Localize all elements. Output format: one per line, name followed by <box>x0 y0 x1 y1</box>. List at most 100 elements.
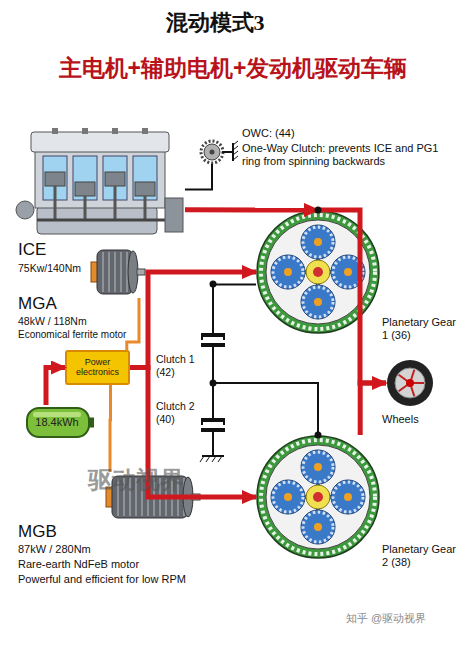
flow-connector <box>110 385 112 472</box>
con-rod <box>114 186 117 220</box>
con-rod <box>54 186 57 220</box>
clutch-plate <box>201 418 225 422</box>
planet-pin <box>314 298 322 306</box>
planetary-gear: Planetary Gear 2 (38) <box>256 435 380 559</box>
node-label: OWC: (44) <box>242 127 295 140</box>
motor-fin <box>171 478 173 516</box>
planet-pin <box>314 238 322 246</box>
battery-cap <box>89 418 94 428</box>
flow-connector <box>213 284 256 325</box>
planetary-gear: Planetary Gear 1 (36) <box>256 210 380 334</box>
motor-fin <box>159 478 161 516</box>
node-detail: 48kW / 118Nm <box>18 315 87 328</box>
tyre <box>387 360 433 406</box>
connector-line <box>213 284 256 325</box>
connector-line <box>109 385 113 472</box>
ground-hatch <box>233 151 238 155</box>
motor-fin <box>153 478 155 516</box>
ground-hatch <box>212 456 216 462</box>
engine-pulley <box>16 201 34 219</box>
node-label: Clutch 1 (42) <box>156 353 198 378</box>
planet-pin <box>314 523 322 531</box>
owc-ground <box>222 141 238 161</box>
flow-connector <box>185 164 212 190</box>
ground-bar <box>202 455 224 457</box>
node-detail: One-Way Clutch: prevents ICE and PG1 rin… <box>242 142 454 168</box>
motor-fin <box>165 478 167 516</box>
node-detail: Powerful and efficient for low RPM <box>18 573 186 586</box>
planet-pin <box>284 493 292 501</box>
planetary-gear-shape <box>256 435 380 559</box>
wheel: Wheels <box>386 359 434 407</box>
clutch-stem <box>212 325 214 334</box>
clutch-ground <box>200 440 224 462</box>
planet-teeth <box>303 452 333 482</box>
spark-plug <box>112 128 118 134</box>
clutch-hook <box>223 422 225 425</box>
flow-connector <box>46 368 65 406</box>
motor-fin <box>114 252 116 292</box>
clutch-stem <box>212 431 214 440</box>
connector-line <box>360 383 386 435</box>
planet-gear <box>301 510 335 544</box>
subtitle: 主电机+辅助电机+发动机驱动车辆 <box>0 55 466 83</box>
clutch-stem <box>212 346 214 355</box>
planet-teeth <box>273 257 303 287</box>
owc-hub <box>210 150 215 155</box>
watermark: 知乎 @驱动视界 <box>346 612 426 625</box>
planet-teeth <box>333 482 363 512</box>
clutch-plate <box>201 333 225 337</box>
node-label: Power electronics <box>65 350 130 385</box>
gear-shaft <box>313 492 323 502</box>
motor-generator: MGA48kW / 118NmEconomical ferrite motor <box>85 246 145 298</box>
ground-wire <box>212 440 214 456</box>
connector-line <box>127 298 139 350</box>
clutch-symbol: Clutch 1 (42) <box>200 325 226 355</box>
inverter-box <box>66 351 129 384</box>
one-way-clutch-shape <box>200 140 224 164</box>
power-electronics: Power electronics <box>65 350 130 385</box>
crankshaft <box>37 219 165 222</box>
flywheel <box>165 198 183 232</box>
motor-fin <box>129 478 131 516</box>
piston <box>135 182 155 196</box>
motor-fin <box>141 478 143 516</box>
ring-teeth <box>261 215 375 329</box>
connector-line <box>213 355 318 435</box>
clutch-symbol-shape <box>200 410 226 440</box>
node-label: Clutch 2 (40) <box>156 400 198 425</box>
clutch-hook <box>223 337 225 340</box>
node-label: Planetary Gear 1 (36) <box>382 316 460 342</box>
cylinder <box>133 156 157 200</box>
planet-gear <box>331 480 365 514</box>
cylinder <box>73 156 97 200</box>
planet-pin <box>344 493 352 501</box>
ground-hatch <box>233 156 238 160</box>
ring-gear <box>257 436 379 558</box>
one-way-clutch: OWC: (44)One-Way Clutch: prevents ICE an… <box>200 140 224 164</box>
node-detail: 87kW / 280Nm <box>18 543 91 556</box>
flow-connector <box>360 383 386 435</box>
engine: ICE75Kw/140Nm <box>15 128 185 240</box>
planetary-gear-shape <box>256 210 380 334</box>
sun-gear <box>306 260 330 284</box>
planet-teeth <box>303 512 333 542</box>
planet-teeth <box>303 287 333 317</box>
ring-inner <box>266 445 370 549</box>
motor-fin <box>120 252 122 292</box>
ground-hatch <box>200 456 204 462</box>
planet-teeth <box>303 227 333 257</box>
ground-bar <box>232 143 234 161</box>
spark-plug <box>52 128 58 134</box>
planet-gear <box>271 255 305 289</box>
spark-plug <box>142 128 148 134</box>
flow-connector <box>127 298 139 350</box>
motor-fin <box>177 478 179 516</box>
motor-fin <box>147 478 149 516</box>
junction-dot <box>210 281 217 288</box>
connector-line <box>185 164 212 190</box>
planet-teeth <box>273 482 303 512</box>
node-detail: Rare-earth NdFeB motor <box>18 558 139 571</box>
sun-gear <box>306 485 330 509</box>
